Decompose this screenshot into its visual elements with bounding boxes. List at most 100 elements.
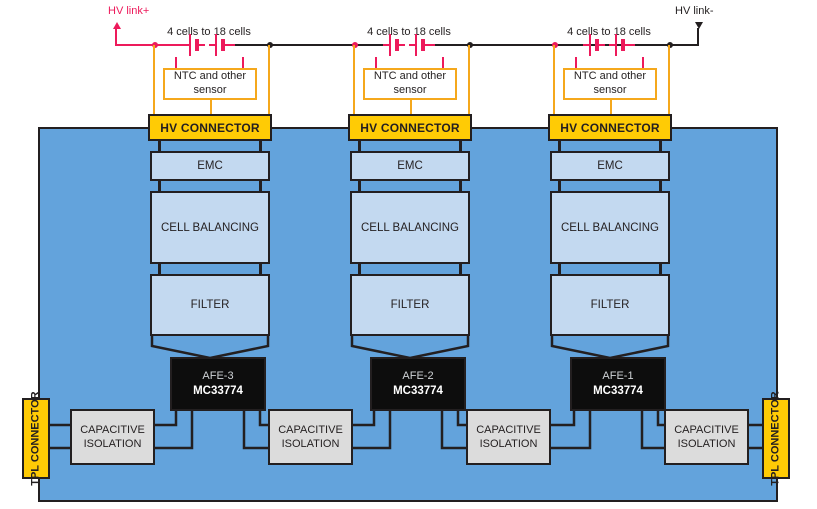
cell-lead-2a bbox=[383, 44, 389, 46]
sensor-drop-2-left bbox=[353, 45, 355, 127]
link-bal2-filt2-a bbox=[358, 264, 361, 274]
link-bal1-filt1-a bbox=[158, 264, 161, 274]
capacitive-isolation-4[interactable]: CAPACITIVE ISOLATION bbox=[664, 409, 749, 465]
cell-balancing-block-2[interactable]: CELL BALANCING bbox=[350, 191, 470, 264]
link-hvc2-emc2-a bbox=[358, 141, 361, 151]
tpl-connector-left[interactable]: TPL CONNECTOR bbox=[22, 391, 50, 486]
tpl-connector-right[interactable]: TPL CONNECTOR bbox=[762, 391, 790, 486]
ntc-stub-1a bbox=[175, 57, 177, 68]
hv-connector-1[interactable]: HV CONNECTOR bbox=[148, 114, 272, 141]
sensor-drop-1-mid bbox=[210, 100, 212, 127]
sensor-drop-2-right bbox=[468, 45, 470, 127]
filter-block-2[interactable]: FILTER bbox=[350, 274, 470, 336]
cell-plate-long-3a bbox=[589, 34, 591, 56]
link-hvc3-emc3-b bbox=[659, 141, 662, 151]
filter-block-3[interactable]: FILTER bbox=[550, 274, 670, 336]
afe-block-2[interactable]: AFE-2 MC33774 bbox=[370, 357, 466, 411]
emc-block-2[interactable]: EMC bbox=[350, 151, 470, 181]
afe-name-label: AFE-3 bbox=[202, 369, 234, 382]
link-bal1-filt1-b bbox=[259, 264, 262, 274]
tap-dot-6 bbox=[667, 42, 673, 48]
cell-plate-long-1a bbox=[189, 34, 191, 56]
ntc-stub-3b bbox=[642, 57, 644, 68]
cell-group-label-1: 4 cells to 18 cells bbox=[167, 26, 251, 38]
emc-block-1[interactable]: EMC bbox=[150, 151, 270, 181]
tap-dot-5 bbox=[552, 42, 558, 48]
tap-dot-3 bbox=[352, 42, 358, 48]
hv-link-positive-drop bbox=[115, 28, 117, 46]
cell-series-dash-1 bbox=[199, 44, 215, 46]
ntc-sensor-box-3: NTC and other sensor bbox=[563, 68, 657, 100]
hv-connector-3[interactable]: HV CONNECTOR bbox=[548, 114, 672, 141]
link-hvc3-emc3-a bbox=[558, 141, 561, 151]
ntc-stub-1b bbox=[242, 57, 244, 68]
rail-segment-4 bbox=[635, 44, 685, 46]
link-emc1-bal1-b bbox=[259, 181, 262, 191]
cap-iso-line-2: ISOLATION bbox=[677, 438, 736, 450]
capacitive-isolation-1[interactable]: CAPACITIVE ISOLATION bbox=[70, 409, 155, 465]
ntc-stub-2a bbox=[375, 57, 377, 68]
ntc-line-1: NTC and other bbox=[173, 70, 247, 83]
hv-link-negative-label: HV link- bbox=[675, 5, 714, 17]
cell-plate-short-2a bbox=[395, 39, 399, 51]
cell-plate-short-3a bbox=[595, 39, 599, 51]
cell-group-label-3: 4 cells to 18 cells bbox=[567, 26, 651, 38]
ntc-sensor-box-1: NTC and other sensor bbox=[163, 68, 257, 100]
afe-part-label: MC33774 bbox=[393, 384, 443, 397]
sensor-drop-3-left bbox=[553, 45, 555, 127]
cap-iso-line-1: CAPACITIVE bbox=[80, 423, 145, 436]
ntc-line-2: sensor bbox=[593, 84, 627, 96]
sensor-drop-2-mid bbox=[410, 100, 412, 127]
cell-plate-short-2b bbox=[421, 39, 425, 51]
cap-iso-line-2: ISOLATION bbox=[479, 438, 538, 450]
cell-plate-short-1b bbox=[221, 39, 225, 51]
afe-block-1[interactable]: AFE-3 MC33774 bbox=[170, 357, 266, 411]
rail-segment-2 bbox=[235, 44, 383, 46]
ntc-line-1: NTC and other bbox=[573, 70, 647, 83]
cell-balancing-block-1[interactable]: CELL BALANCING bbox=[150, 191, 270, 264]
sensor-drop-1-right bbox=[268, 45, 270, 127]
cell-plate-long-2b bbox=[415, 34, 417, 56]
cap-iso-line-1: CAPACITIVE bbox=[476, 423, 541, 436]
cell-group-label-2: 4 cells to 18 cells bbox=[367, 26, 451, 38]
link-hvc1-emc1-b bbox=[259, 141, 262, 151]
cell-lead-3a bbox=[583, 44, 589, 46]
afe-block-3[interactable]: AFE-1 MC33774 bbox=[570, 357, 666, 411]
ntc-line-2: sensor bbox=[193, 84, 227, 96]
rail-segment-3 bbox=[435, 44, 583, 46]
link-bal3-filt3-b bbox=[659, 264, 662, 274]
cell-lead-2b bbox=[425, 44, 435, 46]
link-hvc2-emc2-b bbox=[459, 141, 462, 151]
cell-lead-1b bbox=[225, 44, 235, 46]
link-hvc1-emc1-a bbox=[158, 141, 161, 151]
capacitive-isolation-2[interactable]: CAPACITIVE ISOLATION bbox=[268, 409, 353, 465]
cell-balancing-block-3[interactable]: CELL BALANCING bbox=[550, 191, 670, 264]
link-emc2-bal2-a bbox=[358, 181, 361, 191]
ntc-stub-3a bbox=[575, 57, 577, 68]
cell-lead-1a bbox=[183, 44, 189, 46]
sensor-drop-3-mid bbox=[610, 100, 612, 127]
ntc-sensor-box-2: NTC and other sensor bbox=[363, 68, 457, 100]
cell-plate-short-1a bbox=[195, 39, 199, 51]
cell-plate-short-3b bbox=[621, 39, 625, 51]
tap-dot-4 bbox=[467, 42, 473, 48]
cap-iso-line-1: CAPACITIVE bbox=[278, 423, 343, 436]
emc-block-3[interactable]: EMC bbox=[550, 151, 670, 181]
link-emc1-bal1-a bbox=[158, 181, 161, 191]
link-emc3-bal3-b bbox=[659, 181, 662, 191]
tap-dot-2 bbox=[267, 42, 273, 48]
ntc-line-1: NTC and other bbox=[373, 70, 447, 83]
ntc-line-2: sensor bbox=[393, 84, 427, 96]
sensor-drop-1-left bbox=[153, 45, 155, 127]
hv-link-negative-arrow-icon bbox=[695, 22, 703, 29]
cap-iso-line-2: ISOLATION bbox=[281, 438, 340, 450]
link-bal2-filt2-b bbox=[459, 264, 462, 274]
hv-connector-2[interactable]: HV CONNECTOR bbox=[348, 114, 472, 141]
cell-series-dash-2 bbox=[399, 44, 415, 46]
filter-block-1[interactable]: FILTER bbox=[150, 274, 270, 336]
tap-dot-1 bbox=[152, 42, 158, 48]
capacitive-isolation-3[interactable]: CAPACITIVE ISOLATION bbox=[466, 409, 551, 465]
sensor-drop-3-right bbox=[668, 45, 670, 127]
cell-plate-long-1b bbox=[215, 34, 217, 56]
